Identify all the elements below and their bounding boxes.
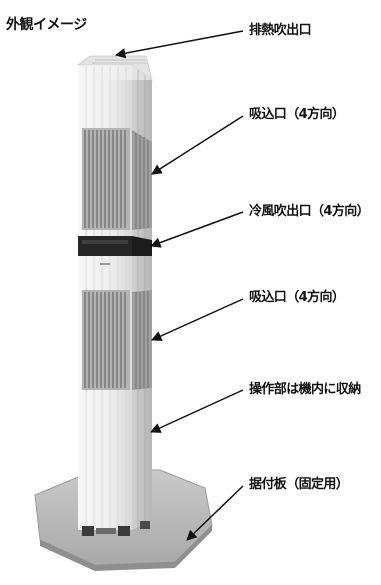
arrow-control-panel — [150, 389, 244, 433]
arrow-lower-intake — [151, 298, 244, 341]
label-lower-intake: 吸込口（4方向） — [249, 290, 345, 305]
label-cold-air-outlet: 冷風吹出口（4方向） — [249, 204, 370, 219]
label-control-panel: 操作部は機内に収納 — [249, 382, 361, 397]
arrow-cold-air-outlet — [150, 211, 244, 248]
arrow-exhaust-outlet — [114, 30, 244, 59]
page-title: 外観イメージ — [6, 17, 87, 33]
pointer-arrows — [114, 30, 244, 541]
upper-intake-grille — [82, 128, 152, 230]
label-exhaust-outlet: 排熱吹出口 — [249, 23, 312, 38]
label-mounting-plate: 据付板（固定用） — [249, 477, 349, 492]
arrow-mounting-plate — [186, 485, 244, 541]
label-upper-intake: 吸込口（4方向） — [249, 107, 345, 122]
cold-air-outlet — [78, 236, 152, 265]
lower-intake-grille — [82, 290, 152, 390]
tower-feet — [82, 521, 150, 536]
arrow-upper-intake — [151, 115, 244, 175]
